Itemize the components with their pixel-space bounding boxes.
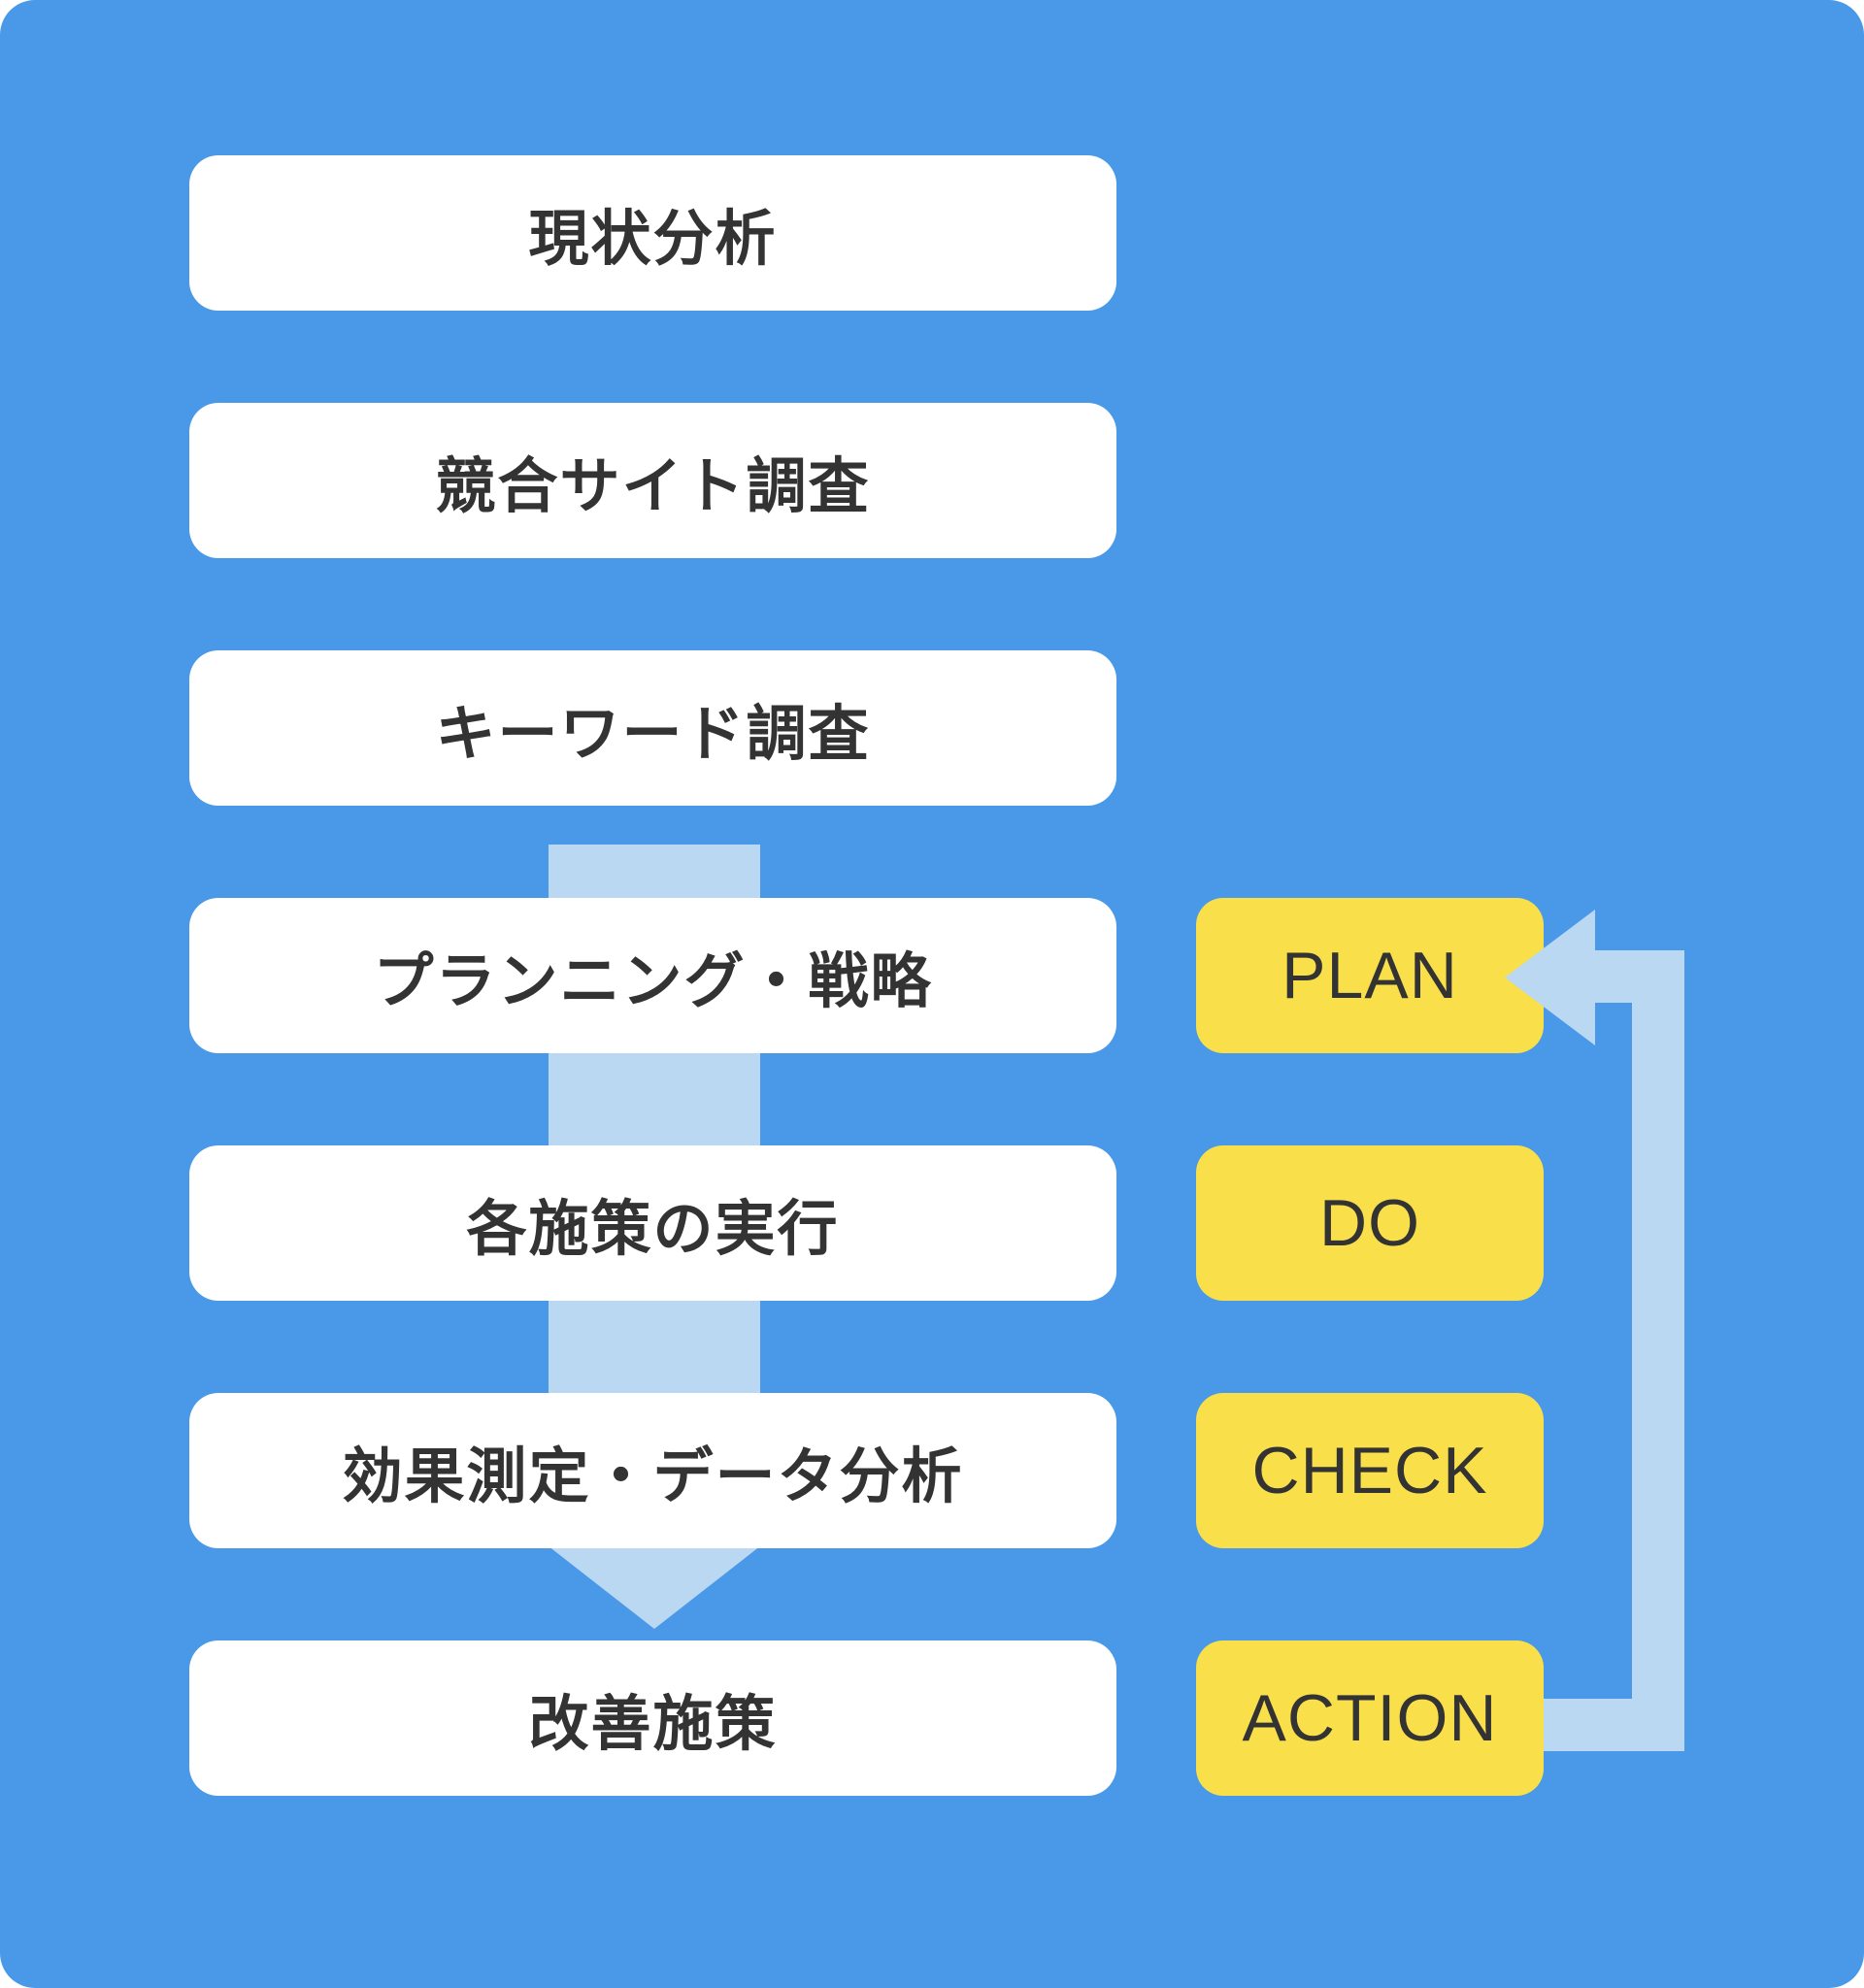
process-step-label: キーワード調査 [435,701,871,768]
pdca-check-box: CHECK [1196,1393,1544,1548]
loop-arrow-top-segment [1595,950,1684,1003]
pdca-action-box: ACTION [1196,1640,1544,1796]
pdca-label: DO [1319,1186,1420,1260]
process-step-label: 現状分析 [528,206,778,273]
process-step-label: 競合サイト調査 [435,453,871,520]
process-step-competitor-research: 競合サイト調査 [189,403,1116,558]
process-step-label: 改善施策 [528,1691,778,1758]
process-step-label: 各施策の実行 [466,1196,840,1263]
pdca-label: PLAN [1282,939,1458,1012]
pdca-plan-box: PLAN [1196,898,1544,1053]
loop-arrow-vertical-segment [1632,950,1684,1751]
process-step-label: プランニング・戦略 [373,948,933,1015]
pdca-label: CHECK [1251,1434,1488,1508]
process-step-improvement: 改善施策 [189,1640,1116,1796]
process-step-keyword-research: キーワード調査 [189,650,1116,806]
process-step-planning-strategy: プランニング・戦略 [189,898,1116,1053]
process-step-label: 効果測定・データ分析 [342,1443,964,1510]
process-step-current-analysis: 現状分析 [189,155,1116,311]
pdca-label: ACTION [1242,1681,1498,1755]
process-step-execution: 各施策の実行 [189,1145,1116,1301]
process-step-measurement-analysis: 効果測定・データ分析 [189,1393,1116,1548]
pdca-do-box: DO [1196,1145,1544,1301]
